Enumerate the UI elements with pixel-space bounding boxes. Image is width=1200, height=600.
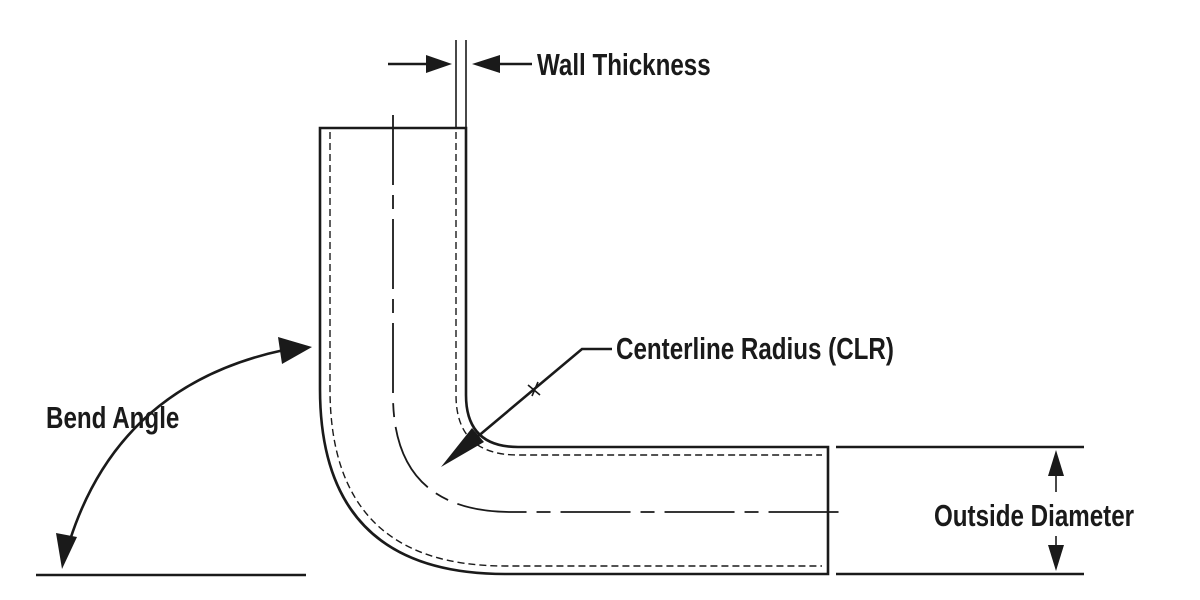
clr-leader-line — [469, 347, 612, 444]
outside-diameter-label: Outside Diameter — [934, 498, 1134, 533]
tube-inner-wall-inner — [455, 132, 822, 456]
wall-thickness-arrow-left-head — [426, 55, 452, 73]
bend-angle-arc — [68, 348, 285, 541]
clr-leader-arrowhead — [441, 428, 484, 467]
bend-angle-arrowhead-top — [278, 337, 312, 364]
tube-outer-wall — [318, 126, 830, 576]
diameter-arrowhead-top — [1048, 450, 1064, 476]
wall-thickness-label: Wall Thickness — [537, 47, 711, 82]
tube-centerline — [392, 115, 842, 513]
clr-center-tick-b — [531, 381, 539, 397]
tube-inner-wall-outer — [329, 132, 822, 567]
centerline-radius-label: Centerline Radius (CLR) — [616, 331, 894, 366]
bend-angle-label: Bend Angle — [46, 400, 179, 435]
bend-angle-arrowhead-bottom — [56, 533, 77, 569]
wall-thickness-arrow-right-head — [472, 55, 500, 73]
diameter-arrowhead-bottom — [1048, 545, 1064, 571]
